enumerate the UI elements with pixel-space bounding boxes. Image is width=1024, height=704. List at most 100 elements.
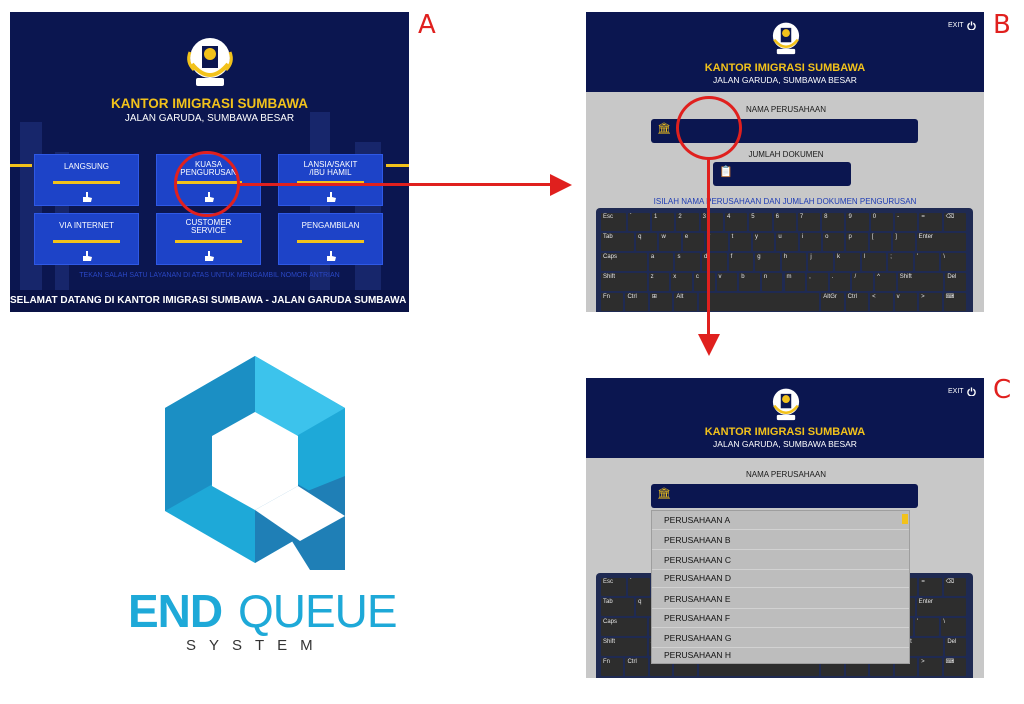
keyboard-key[interactable]: x	[671, 273, 692, 291]
power-icon[interactable]	[967, 21, 976, 30]
keyboard-key[interactable]: '	[914, 618, 940, 636]
keyboard-key[interactable]: -	[895, 213, 918, 231]
dropdown-scrollbar[interactable]	[902, 514, 908, 524]
keyboard-key[interactable]: 8	[822, 213, 845, 231]
keyboard-key[interactable]: ⊞	[649, 293, 673, 311]
keyboard-key[interactable]: ]	[893, 233, 915, 251]
keyboard-key[interactable]: ⌫	[943, 578, 966, 596]
keyboard-key[interactable]: Ctrl	[625, 293, 648, 311]
keyboard-key[interactable]: b	[739, 273, 760, 291]
service-button-lansia[interactable]: LANSIA/SAKIT /IBU HAMIL	[278, 154, 383, 206]
keyboard-key[interactable]: q	[636, 233, 658, 251]
service-button-langsung[interactable]: LANGSUNG	[34, 154, 139, 206]
keyboard-key[interactable]: Ctrl	[625, 658, 648, 676]
keyboard-key[interactable]: 3	[700, 213, 723, 231]
keyboard-key[interactable]: Enter	[916, 598, 966, 616]
keyboard-key[interactable]: 1	[652, 213, 675, 231]
keyboard-key[interactable]: h	[781, 253, 807, 271]
keyboard-key[interactable]: e	[682, 233, 705, 251]
keyboard-key[interactable]: ⌨	[943, 658, 966, 676]
keyboard-key[interactable]	[698, 293, 820, 311]
keyboard-key[interactable]: ;	[888, 253, 913, 271]
keyboard-key[interactable]: =	[919, 578, 942, 596]
keyboard-key[interactable]: `	[627, 578, 651, 596]
keyboard-key[interactable]: 5	[749, 213, 772, 231]
keyboard-key[interactable]: =	[919, 213, 942, 231]
keyboard-key[interactable]: 4	[724, 213, 748, 231]
document-count-input[interactable]: 📋	[713, 162, 851, 186]
keyboard-key[interactable]: 9	[846, 213, 869, 231]
keyboard-key[interactable]: Del	[945, 273, 966, 291]
service-button-via-internet[interactable]: VIA INTERNET	[34, 213, 139, 265]
keyboard-key[interactable]: Tab	[601, 233, 635, 251]
keyboard-key[interactable]: Shift	[601, 273, 647, 291]
keyboard-key[interactable]: Alt	[674, 293, 697, 311]
keyboard-key[interactable]: p	[846, 233, 868, 251]
keyboard-key[interactable]: '	[914, 253, 940, 271]
keyboard-key[interactable]: Caps	[601, 253, 647, 271]
keyboard-key[interactable]: g	[755, 253, 780, 271]
keyboard-key[interactable]: `	[627, 213, 651, 231]
keyboard-key[interactable]: Enter	[916, 233, 966, 251]
keyboard-key[interactable]: >	[919, 293, 942, 311]
arrow-head-right-icon	[550, 174, 572, 196]
keyboard-key[interactable]: n	[761, 273, 783, 291]
keyboard-key[interactable]: w	[659, 233, 681, 251]
dropdown-option[interactable]: PERUSAHAAN H	[664, 650, 732, 660]
keyboard-key[interactable]: v	[716, 273, 738, 291]
keyboard-key[interactable]: m	[784, 273, 806, 291]
keyboard-key[interactable]: s	[675, 253, 701, 271]
company-name-input[interactable]: 🏛	[651, 484, 918, 508]
keyboard-key[interactable]: ⌫	[943, 213, 966, 231]
keyboard-key[interactable]: Shift	[601, 638, 647, 656]
keyboard-key[interactable]: /	[852, 273, 874, 291]
keyboard-key[interactable]: Caps	[601, 618, 647, 636]
dropdown-option[interactable]: PERUSAHAAN A	[652, 511, 909, 530]
keyboard-key[interactable]: i	[799, 233, 822, 251]
dropdown-option[interactable]: PERUSAHAAN E	[652, 590, 909, 609]
keyboard-key[interactable]: Fn	[601, 658, 624, 676]
keyboard-key[interactable]: \	[941, 618, 966, 636]
dropdown-option[interactable]: PERUSAHAAN C	[652, 551, 909, 570]
keyboard-key[interactable]: y	[752, 233, 775, 251]
keyboard-key[interactable]: \	[941, 253, 966, 271]
keyboard-key[interactable]: ⌨	[943, 293, 966, 311]
dropdown-option[interactable]: PERUSAHAAN G	[652, 629, 909, 648]
keyboard-key[interactable]: k	[835, 253, 860, 271]
keyboard-key[interactable]: j	[808, 253, 834, 271]
keyboard-key[interactable]: Esc	[601, 578, 626, 596]
keyboard-key[interactable]: .	[829, 273, 851, 291]
service-button-pengambilan[interactable]: PENGAMBILAN	[278, 213, 383, 265]
keyboard-key[interactable]: Esc	[601, 213, 626, 231]
keyboard-key[interactable]: 7	[797, 213, 821, 231]
keyboard-key[interactable]: t	[729, 233, 751, 251]
keyboard-key[interactable]: a	[648, 253, 674, 271]
keyboard-key[interactable]: c	[693, 273, 715, 291]
service-button-customer-service[interactable]: CUSTOMER SERVICE	[156, 213, 261, 265]
dropdown-option[interactable]: PERUSAHAAN F	[652, 609, 909, 628]
keyboard-key[interactable]: AltGr	[821, 293, 844, 311]
keyboard-key[interactable]: Tab	[601, 598, 635, 616]
dropdown-option[interactable]: PERUSAHAAN D	[652, 569, 909, 588]
keyboard-key[interactable]: l	[861, 253, 887, 271]
keyboard-key[interactable]: ,	[807, 273, 828, 291]
keyboard-key[interactable]: Shift	[897, 273, 944, 291]
keyboard-key[interactable]: ^	[875, 273, 896, 291]
keyboard-key[interactable]: d	[702, 253, 727, 271]
keyboard-key[interactable]: f	[728, 253, 754, 271]
power-icon[interactable]	[967, 387, 976, 396]
keyboard-key[interactable]: 6	[773, 213, 796, 231]
keyboard-key[interactable]: 2	[676, 213, 699, 231]
keyboard-key[interactable]: >	[919, 658, 942, 676]
keyboard-key[interactable]: u	[776, 233, 798, 251]
keyboard-key[interactable]: v	[894, 293, 918, 311]
keyboard-key[interactable]: 0	[870, 213, 894, 231]
keyboard-key[interactable]: z	[648, 273, 670, 291]
dropdown-option[interactable]: PERUSAHAAN B	[652, 531, 909, 550]
keyboard-key[interactable]: Fn	[601, 293, 624, 311]
keyboard-key[interactable]: Del	[945, 638, 966, 656]
keyboard-key[interactable]: [	[869, 233, 892, 251]
keyboard-key[interactable]: <	[870, 293, 893, 311]
keyboard-key[interactable]: o	[823, 233, 845, 251]
keyboard-key[interactable]: Ctrl	[845, 293, 869, 311]
